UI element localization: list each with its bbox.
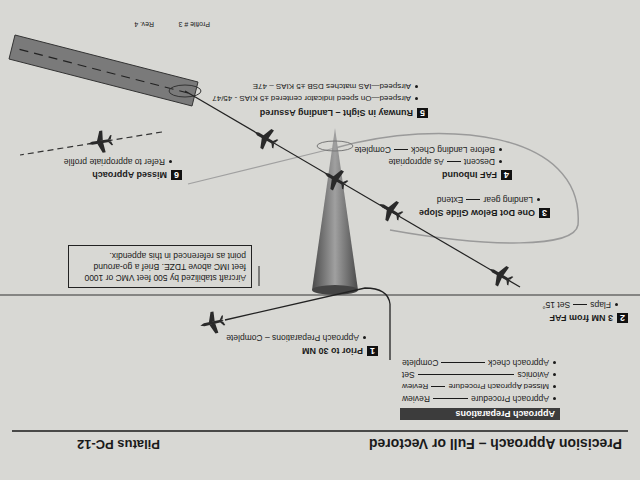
bullet-dot [537,198,540,201]
bullet-dot [553,361,556,364]
callout-heading: 2 3 NM from FAF [549,313,628,323]
callout-number: 4 [501,170,512,180]
title-text: Precision Approach – Full or Vectored [369,436,622,452]
note-tick [259,266,260,286]
cone-base [312,285,358,295]
initial-approach-path [225,288,390,360]
leader-line [418,374,515,375]
aircraft-icon [319,163,351,194]
checklist-item: Airspeed—On speed indicator centered ±5 … [212,94,411,103]
aircraft-icon [198,309,227,336]
callout-heading: 6 Missed Approach [92,170,182,180]
leader-line [433,398,468,399]
callout-number: 2 [617,313,628,323]
checklist-value: Review [402,393,430,403]
callout-number: 5 [417,108,428,118]
section-header-bar: Approach Preparations [400,408,560,420]
checklist-row: Avionics Set [402,369,556,379]
bullet-dot [363,336,366,339]
note-box: Aircraft stabilized by 500 feet VMC or 1… [68,245,252,288]
checklist-value: Set [402,369,415,379]
callout-title: FAF Inbound [442,170,497,180]
checklist-value: Complete [402,357,438,367]
checklist-row: Approach Procedure Review [402,393,556,403]
bullet-dot [553,373,556,376]
callout-heading: 5 Runway in Sight – Landing Assured [260,108,428,118]
checklist-item: Avionics [518,369,550,379]
checklist-item: Landing gear [483,194,533,204]
checklist-row: Airspeed—On speed indicator centered ±5 … [212,94,418,103]
bullet-dot [169,160,172,163]
callout-number: 3 [539,208,550,218]
faf-marker-cone [312,128,358,290]
leader-line [573,304,587,305]
callout-title: One Dot Below Glide Slope [419,208,535,218]
callout-number: 6 [171,170,182,180]
checklist-item: Descent [464,156,495,166]
callout-heading: 1 Prior to 30 NM [302,346,378,356]
aircraft-name: Pilatus PC-12 [77,436,160,451]
leader-line [447,161,461,162]
faf-ring [317,141,353,151]
bullet-dot [499,160,502,163]
callout-title: Runway in Sight – Landing Assured [260,108,413,118]
footer-text: Rev. 4 [134,20,154,28]
checklist-row: Approach check Complete [402,357,556,367]
callout-title: 3 NM from FAF [549,313,613,323]
checklist-row: Flaps Set 15° [542,299,618,309]
checklist-item: Flaps [590,299,611,309]
checklist-value: Set 15° [542,299,570,309]
procedure-turn-path [335,133,578,243]
bullet-dot [553,385,556,388]
checklist-item: Missed Approach Procedure [449,382,550,391]
aircraft-icon [484,259,516,290]
leader-line [466,199,480,200]
leader-line [431,386,445,387]
bullet-dot [415,85,418,88]
runway [9,35,198,106]
bullet-dot [415,97,418,100]
callout-heading: 3 One Dot Below Glide Slope [419,208,550,218]
aircraft-name: Pilatus PC-12 [77,437,160,452]
checklist-item: Approach Preparations – Complete [226,332,359,342]
checklist-row: Approach Preparations – Complete [226,332,366,342]
checklist-row: Refer to appropriate profile [64,156,172,166]
title-rule [12,430,628,432]
checklist-item: Approach Procedure [471,393,549,403]
aircraft-icon [249,122,281,153]
section-header-text: Approach Preparations [455,409,555,419]
leader-line [394,149,408,150]
checklist-value: Complete [354,144,390,154]
checklist-item: Airspeed—IAS matches DSB ±5 KIAS – 47E [253,82,411,91]
title-text: Precision Approach – Full or Vectored [369,436,622,452]
footer-text: Profile # 3 [178,21,210,28]
footer-text: Rev. 4 [134,21,154,28]
bullet-dot [499,148,502,151]
callout-title: Missed Approach [92,170,167,180]
aircraft-icon [86,129,114,155]
checklist-value: As appropriate [389,156,444,166]
checklist-row: Missed Approach Procedure Review [402,382,556,391]
checklist-item: Refer to appropriate profile [64,156,165,166]
leader-line [441,362,485,363]
checklist-row: Before Landing Check Complete [354,144,502,154]
bullet-dot [615,303,618,306]
runway-centerline [14,48,188,93]
checklist-row: Landing gear Extend [437,194,540,204]
callout-title: Prior to 30 NM [302,346,363,356]
note-text: Aircraft stabilized by 500 feet VMC or 1… [84,251,246,283]
footer-text: Profile # 3 [178,20,210,28]
checklist-row: Descent As appropriate [389,156,502,166]
aircraft-icon [374,194,406,225]
bullet-dot [553,397,556,400]
checklist-item: Approach check [488,357,549,367]
callout-number: 1 [367,346,378,356]
checklist-row: Airspeed—IAS matches DSB ±5 KIAS – 47E [253,82,418,91]
checklist-value: Extend [437,194,463,204]
callout-heading: 4 FAF Inbound [442,170,512,180]
checklist-item: Before Landing Check [411,144,495,154]
divider-line [0,295,640,296]
checklist-value: Review [402,382,428,391]
